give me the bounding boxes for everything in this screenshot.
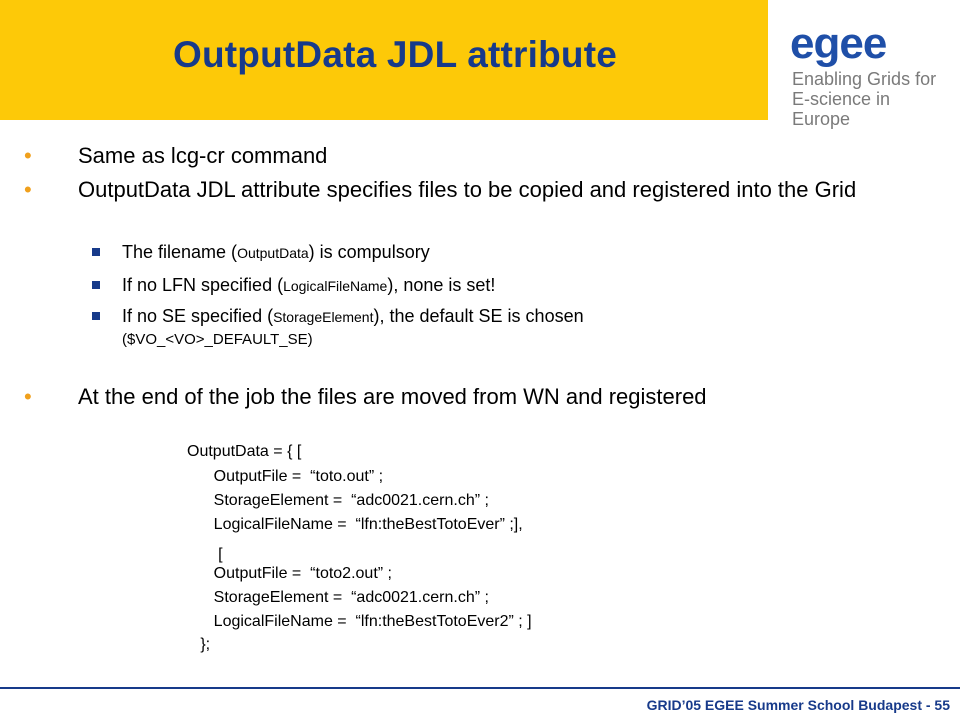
bullet-item: • OutputData JDL attribute specifies fil… <box>24 177 924 237</box>
code-line: [ <box>187 546 223 563</box>
square-bullet-icon <box>92 281 100 289</box>
subbullet-text: If no SE specified (StorageElement), the… <box>122 305 584 328</box>
subbullet-item: The filename (OutputData) is compulsory <box>92 241 892 265</box>
subbullet-text-pre: The filename ( <box>122 242 238 262</box>
code-line: OutputData = { [ <box>187 443 302 460</box>
attribute-name: StorageElement <box>273 309 374 325</box>
slide-footer: GRID’05 EGEE Summer School Budapest - 55 <box>646 697 950 713</box>
code-line: StorageElement = “adc0021.cern.ch” ; <box>187 589 489 606</box>
bullet-text: At the end of the job the files are move… <box>78 384 707 409</box>
code-line: LogicalFileName = “lfn:theBestTotoEver” … <box>187 516 523 533</box>
square-bullet-icon <box>92 312 100 320</box>
bullet-dot-icon: • <box>24 143 32 168</box>
subbullet-item: If no LFN specified (LogicalFileName), n… <box>92 274 892 298</box>
header-band <box>0 0 768 120</box>
subbullet-item: If no SE specified (StorageElement), the… <box>92 305 892 349</box>
footer-divider <box>0 687 960 689</box>
bullet-text: OutputData JDL attribute specifies files… <box>78 177 857 202</box>
bullet-text: Same as lcg-cr command <box>78 143 328 168</box>
subbullet-text-post: ), the default SE is chosen <box>373 306 584 326</box>
subbullet-text: If no LFN specified (LogicalFileName), n… <box>122 274 495 297</box>
subbullet-text-pre: If no LFN specified ( <box>122 275 284 295</box>
bullet-item: • At the end of the job the files are mo… <box>24 384 924 414</box>
bullet-dot-icon: • <box>24 177 32 202</box>
egee-logo: egee Enabling Grids for E-science in Eur… <box>790 19 950 130</box>
attribute-name: LogicalFileName <box>283 278 388 294</box>
subbullet-text-post: ) is compulsory <box>308 242 430 262</box>
code-line: OutputFile = “toto2.out” ; <box>187 565 392 582</box>
logo-tagline-2: E-science in Europe <box>792 89 891 129</box>
bullet-item: • Same as lcg-cr command <box>24 143 924 173</box>
slide-title: OutputData JDL attribute <box>172 34 617 75</box>
subbullet-continuation: ($VO_<VO>_DEFAULT_SE) <box>122 331 313 348</box>
code-line: StorageElement = “adc0021.cern.ch” ; <box>187 492 489 509</box>
logo-tagline-1: Enabling Grids for <box>792 69 937 89</box>
code-line: }; <box>187 636 211 653</box>
square-bullet-icon <box>92 248 100 256</box>
subbullet-text-pre: If no SE specified ( <box>122 306 274 326</box>
logo-mark: egee <box>790 19 887 68</box>
subbullet-text: The filename (OutputData) is compulsory <box>122 241 430 264</box>
code-line: OutputFile = “toto.out” ; <box>187 468 384 485</box>
bullet-dot-icon: • <box>24 384 32 409</box>
attribute-name: OutputData <box>237 245 309 261</box>
code-line: LogicalFileName = “lfn:theBestTotoEver2”… <box>187 613 532 630</box>
subbullet-text-post: ), none is set! <box>387 275 496 295</box>
